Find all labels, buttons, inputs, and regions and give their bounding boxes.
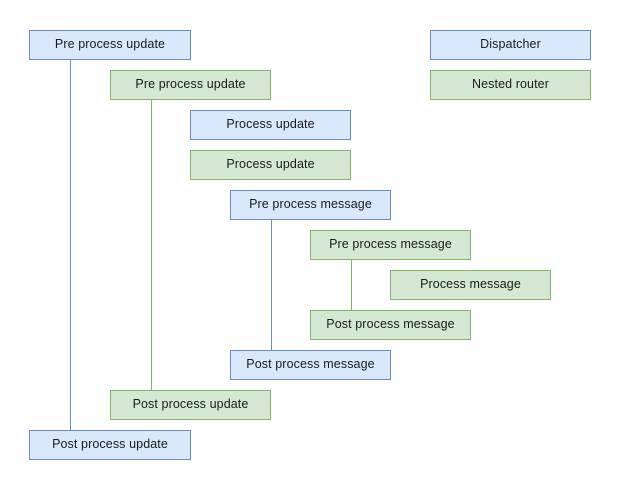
node-label: Pre process message [249, 197, 372, 212]
node-post-process-message-green[interactable]: Post process message [310, 310, 471, 340]
legend-item-label: Dispatcher [480, 37, 541, 52]
node-label: Pre process update [54, 37, 166, 52]
node-pre-process-message-green[interactable]: Pre process message [310, 230, 471, 260]
legend-item-label: Nested router [471, 77, 550, 92]
node-label: Process message [420, 277, 521, 292]
connector-pre-update-to-post-update-nested [151, 100, 152, 390]
node-post-process-update-green[interactable]: Post process update [110, 390, 271, 420]
connector-pre-message-to-post-message-dispatcher [271, 220, 272, 350]
node-label: Post process update [132, 397, 249, 412]
connector-pre-update-to-post-update-dispatcher [70, 60, 71, 430]
connector-pre-message-to-post-message-nested [351, 260, 352, 310]
node-pre-process-message-blue[interactable]: Pre process message [230, 190, 391, 220]
node-post-process-message-blue[interactable]: Post process message [230, 350, 391, 380]
node-label: Process update [226, 157, 315, 172]
node-label: Pre process update [135, 77, 246, 92]
node-post-process-update-blue[interactable]: Post process update [29, 430, 191, 460]
node-label: Post process message [246, 357, 375, 372]
node-label: Post process message [326, 317, 455, 332]
node-label: Post process update [52, 437, 168, 452]
node-process-message-green[interactable]: Process message [390, 270, 551, 300]
node-process-update-green[interactable]: Process update [190, 150, 351, 180]
legend-item-dispatcher: Dispatcher [430, 30, 591, 60]
node-label: Process update [226, 117, 315, 132]
legend-item-nested-router: Nested router [430, 70, 591, 100]
node-pre-process-update-blue[interactable]: Pre process update [29, 30, 191, 60]
node-process-update-blue[interactable]: Process update [190, 110, 351, 140]
node-label: Pre process message [329, 237, 452, 252]
node-pre-process-update-green[interactable]: Pre process update [110, 70, 271, 100]
